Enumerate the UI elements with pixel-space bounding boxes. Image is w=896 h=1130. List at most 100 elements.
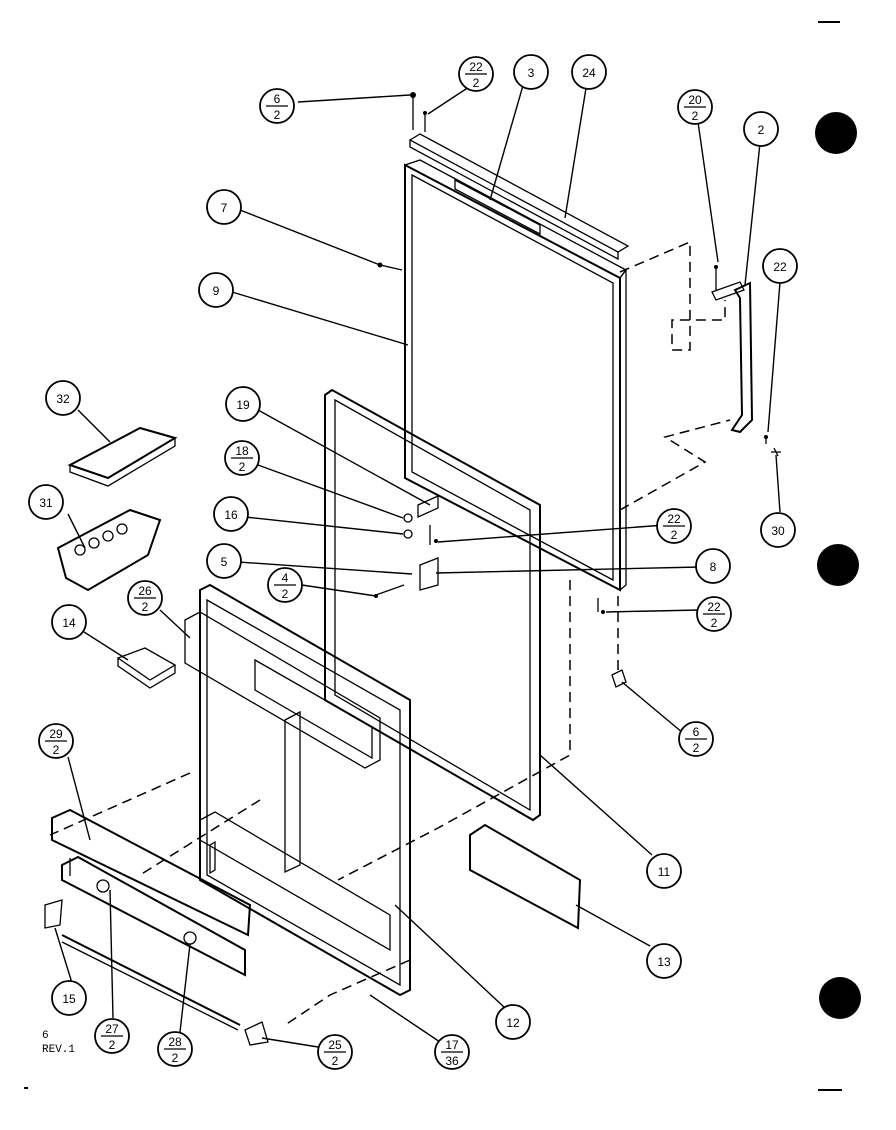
callout-28-2: 282	[157, 1031, 193, 1067]
door-handle	[711, 265, 781, 457]
svg-text:16: 16	[224, 508, 238, 522]
callout-4-2: 42	[267, 567, 303, 603]
shelf-right-bin	[469, 823, 582, 930]
callout-16: 16	[213, 496, 249, 532]
svg-text:3: 3	[528, 66, 535, 80]
svg-text:7: 7	[221, 201, 228, 215]
callout-22-2-lower: 222	[696, 596, 732, 632]
svg-text:32: 32	[56, 392, 70, 406]
svg-text:2: 2	[473, 76, 480, 90]
svg-text:2: 2	[693, 741, 700, 755]
svg-text:6: 6	[42, 1030, 49, 1042]
svg-text:15: 15	[62, 992, 76, 1006]
svg-text:22: 22	[773, 260, 787, 274]
callout-29-2: 292	[38, 723, 74, 759]
svg-text:30: 30	[771, 524, 785, 538]
svg-text:9: 9	[213, 284, 220, 298]
svg-text:2: 2	[671, 528, 678, 542]
svg-text:22: 22	[667, 512, 681, 526]
svg-text:19: 19	[236, 398, 250, 412]
callout-5: 5	[206, 543, 242, 579]
callout-27-2: 272	[94, 1018, 130, 1054]
svg-text:17: 17	[445, 1038, 459, 1052]
svg-text:36: 36	[445, 1054, 459, 1068]
ice-bucket	[56, 508, 162, 592]
svg-text:18: 18	[235, 444, 249, 458]
callout-8: 8	[695, 548, 731, 584]
svg-text:20: 20	[688, 93, 702, 107]
callout-13: 13	[646, 943, 682, 979]
guide-dash-2	[139, 799, 261, 876]
ice-tray	[67, 426, 178, 487]
svg-text:2: 2	[692, 109, 699, 123]
svg-text:2: 2	[109, 1038, 116, 1052]
svg-text:27: 27	[105, 1022, 119, 1036]
door-rack-bar	[44, 899, 269, 1046]
svg-text:5: 5	[221, 555, 228, 569]
callout-6-2-top: 62	[259, 88, 295, 124]
svg-text:22: 22	[707, 600, 721, 614]
door-top-trim-strip	[408, 133, 630, 261]
callout-19: 19	[225, 386, 261, 422]
callout-26-2: 262	[127, 580, 163, 616]
hinge-dash-path	[619, 240, 726, 351]
callout-20-2: 202	[677, 89, 713, 125]
svg-text:31: 31	[39, 496, 53, 510]
svg-text:29: 29	[49, 727, 63, 741]
callout-15: 15	[51, 980, 87, 1016]
svg-text:28: 28	[168, 1035, 182, 1049]
svg-text:25: 25	[328, 1038, 342, 1052]
guide-dash-3	[337, 580, 571, 881]
callout-14: 14	[51, 604, 87, 640]
callout-31: 31	[28, 484, 64, 520]
leader-lines	[54, 81, 781, 1048]
svg-text:2: 2	[53, 743, 60, 757]
svg-text:2: 2	[758, 123, 765, 137]
svg-text:8: 8	[710, 560, 717, 574]
callout-6-2-lower: 62	[678, 721, 714, 757]
callout-7: 7	[206, 189, 242, 225]
svg-text:13: 13	[657, 955, 671, 969]
bracket-dash-path	[619, 419, 731, 511]
callout-18-2: 182	[224, 440, 260, 476]
svg-text:11: 11	[658, 865, 671, 879]
center-hinge-parts	[374, 494, 627, 688]
callout-9: 9	[198, 272, 234, 308]
inner-door-liner	[184, 583, 411, 997]
svg-text:2: 2	[239, 460, 246, 474]
svg-text:2: 2	[711, 616, 718, 630]
guide-dash-4	[284, 959, 411, 1026]
svg-text:6: 6	[693, 725, 700, 739]
callout-32: 32	[45, 380, 81, 416]
callout-3: 3	[513, 54, 549, 90]
butter-dish	[116, 647, 177, 689]
svg-text:24: 24	[582, 66, 596, 80]
callout-25-2: 252	[317, 1034, 353, 1070]
svg-text:6: 6	[274, 92, 281, 106]
callout-22-2-top: 222	[458, 56, 494, 92]
callout-11: 11	[646, 853, 682, 889]
svg-text:26: 26	[138, 584, 152, 598]
freezer-door-outer-panel	[404, 159, 627, 592]
svg-text:14: 14	[62, 616, 76, 630]
callout-24: 24	[571, 54, 607, 90]
callout-12: 12	[495, 1004, 531, 1040]
callout-30: 30	[760, 512, 796, 548]
svg-text:4: 4	[282, 571, 289, 585]
svg-text:2: 2	[282, 587, 289, 601]
revision-note: 6 REV.1	[42, 1030, 75, 1056]
svg-text:22: 22	[469, 60, 483, 74]
callout-2: 2	[743, 111, 779, 147]
callout-22-2-mid: 222	[656, 508, 692, 544]
callout-22-right: 22	[762, 248, 798, 284]
binder-holes	[815, 21, 861, 1091]
svg-text:2: 2	[142, 600, 149, 614]
svg-text:2: 2	[274, 108, 281, 122]
svg-text:REV.1: REV.1	[42, 1044, 75, 1056]
guide-dash-1	[49, 772, 191, 836]
svg-text:2: 2	[332, 1054, 339, 1068]
svg-text:12: 12	[506, 1016, 520, 1030]
door-gasket	[324, 388, 541, 822]
